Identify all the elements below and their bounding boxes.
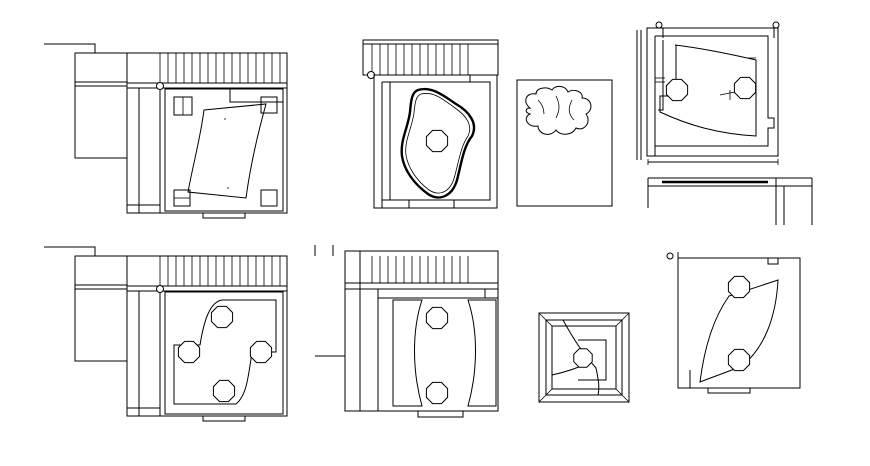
plan-4 <box>636 21 813 225</box>
plan-6 <box>314 245 499 418</box>
plan-3 <box>516 79 613 207</box>
plan-7 <box>538 312 630 403</box>
plan-8 <box>666 252 801 394</box>
plan-1 <box>44 43 288 219</box>
plan-5 <box>44 246 288 422</box>
plan-2 <box>362 39 499 209</box>
